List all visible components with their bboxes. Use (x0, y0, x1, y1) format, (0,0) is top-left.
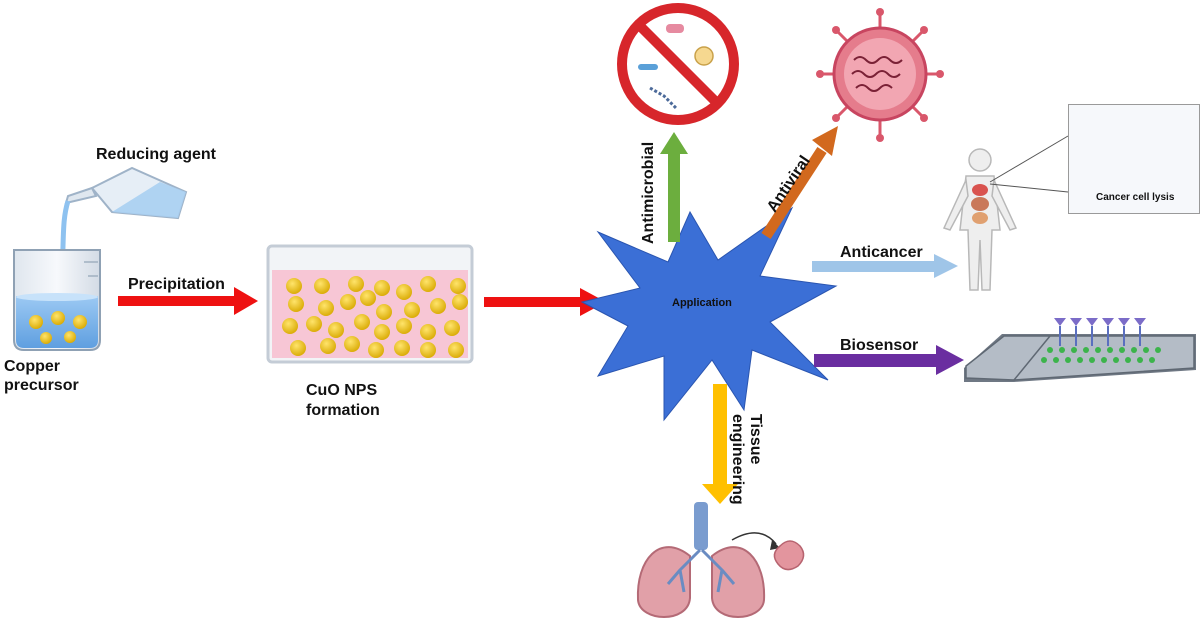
application-starburst (580, 206, 838, 422)
tissue-label-line1: Tissue (747, 414, 764, 465)
organs-icon (971, 184, 989, 224)
anticancer-label: Anticancer (840, 244, 923, 261)
precipitation-label: Precipitation (128, 276, 225, 293)
cancer-cell-inset (1068, 104, 1200, 214)
antimicrobial-label: Antimicrobial (640, 141, 657, 244)
application-label: Application (672, 297, 732, 309)
pouring-flask-icon (59, 166, 188, 269)
biosensor-label: Biosensor (840, 337, 919, 354)
antiviral-arrow (761, 126, 838, 240)
nanoparticle-container (266, 244, 474, 364)
biosensor-chip-icon (964, 318, 1196, 382)
copper-label-line2: precursor (4, 377, 79, 394)
lungs-icon (636, 502, 766, 618)
tissue-label-line2: engineering (729, 414, 746, 505)
biosensor-arrow (814, 345, 964, 375)
cancer-cell-lysis-label: Cancer cell lysis (1096, 192, 1175, 203)
cuo-label-line1: CuO NPS (306, 382, 378, 399)
connector-line (989, 135, 1069, 183)
cuo-label-line2: formation (306, 402, 380, 419)
nanoparticles (282, 276, 468, 358)
copper-label-line1: Copper (4, 358, 60, 375)
antimicrobial-arrow (660, 132, 688, 242)
reducing-agent-label: Reducing agent (96, 146, 217, 163)
tissue-graft-icon (773, 540, 805, 571)
human-body-icon (942, 148, 1018, 291)
beaker-icon (13, 249, 101, 351)
connector-line (989, 183, 1069, 193)
tissue-engineering-arrow (702, 384, 738, 504)
anticancer-arrow (812, 254, 958, 278)
tissue-curve-arrow (731, 532, 777, 545)
virus-icon (816, 8, 944, 142)
precipitation-arrow (118, 287, 258, 315)
no-microbes-icon (617, 3, 739, 125)
